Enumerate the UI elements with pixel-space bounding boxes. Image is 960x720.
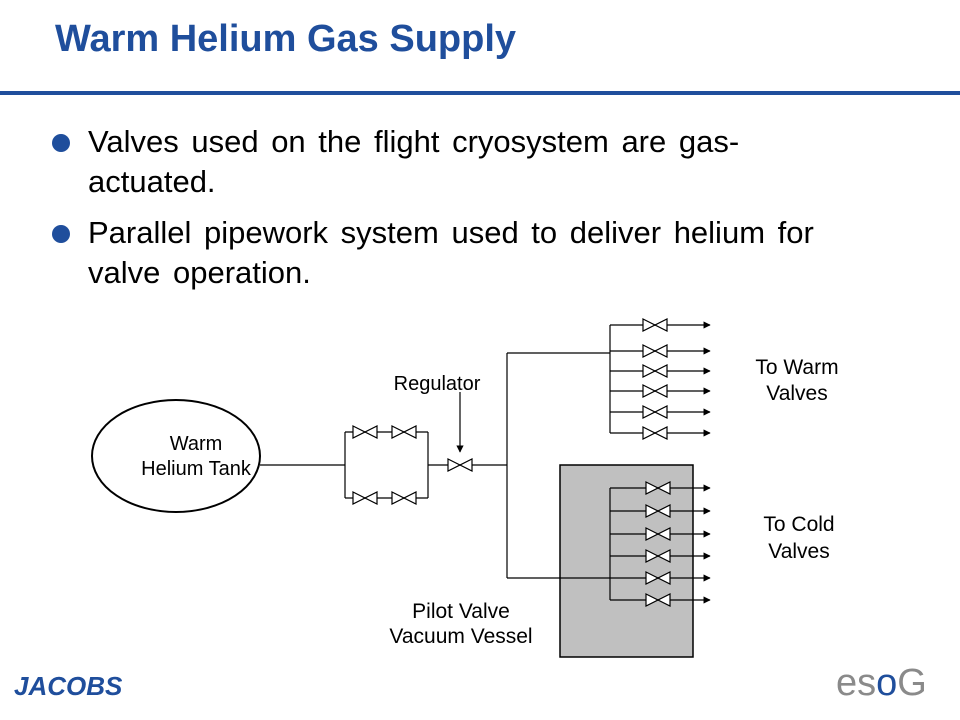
- bypass-valve-icon: [352, 425, 378, 439]
- bullet-item: Parallel pipework system used to deliver…: [52, 213, 852, 293]
- bullet-list: Valves used on the flight cryosystem are…: [52, 122, 852, 304]
- warm-valve-branch: [610, 318, 711, 332]
- warm-valve-branches: [610, 318, 711, 440]
- esg-logo-swirl-icon: o: [876, 662, 898, 704]
- bullet-dot-icon: [52, 225, 70, 243]
- cold-valves-label-line2: Valves: [768, 540, 829, 563]
- warm-valves-label-line1: To Warm: [755, 356, 838, 379]
- slide-title: Warm Helium Gas Supply: [55, 18, 517, 60]
- valve-icon: [642, 384, 668, 398]
- warm-valve-branch: [610, 426, 711, 440]
- valve-icon: [645, 527, 671, 541]
- warm-valve-branch: [610, 384, 711, 398]
- esg-logo-part: G: [897, 662, 927, 704]
- tank-label-line2: Helium Tank: [141, 458, 252, 480]
- valve-icon: [642, 364, 668, 378]
- cold-valve-branch: [610, 593, 711, 607]
- valve-icon: [645, 571, 671, 585]
- cold-valve-branch: [610, 527, 711, 541]
- bullet-item: Valves used on the flight cryosystem are…: [52, 122, 852, 202]
- tank-label-line1: Warm: [170, 433, 223, 455]
- warm-valve-branch: [610, 364, 711, 378]
- regulator-label: Regulator: [394, 373, 481, 395]
- regulator-valve-icon: [447, 458, 473, 472]
- valve-icon: [642, 344, 668, 358]
- cold-valve-branch: [610, 571, 711, 585]
- valve-icon: [642, 426, 668, 440]
- bypass-valve-icon: [391, 425, 417, 439]
- esg-logo: esoG: [836, 662, 927, 705]
- cold-valve-branches: [610, 481, 711, 607]
- valve-icon: [642, 405, 668, 419]
- valve-icon: [645, 504, 671, 518]
- vessel-label-line2: Vacuum Vessel: [389, 625, 532, 648]
- warm-valves-label-line2: Valves: [766, 382, 827, 405]
- pipework: [260, 325, 611, 600]
- cold-valve-branch: [610, 549, 711, 563]
- title-divider: [0, 91, 960, 95]
- bypass-valve-icon: [352, 491, 378, 505]
- jacobs-logo: JACOBS: [14, 671, 123, 701]
- bullet-text: Valves used on the flight cryosystem are…: [88, 124, 740, 199]
- valve-icon: [645, 549, 671, 563]
- warm-valve-branch: [610, 344, 711, 358]
- valve-icon: [645, 481, 671, 495]
- cold-valves-label-line1: To Cold: [763, 513, 834, 536]
- helium-tank: [91, 399, 261, 513]
- esg-logo-part: es: [836, 662, 877, 704]
- valve-icon: [645, 593, 671, 607]
- vessel-label-line1: Pilot Valve: [412, 600, 510, 623]
- warm-valve-branch: [610, 405, 711, 419]
- cold-valve-branch: [610, 481, 711, 495]
- vacuum-vessel-box: [559, 464, 694, 658]
- bullet-dot-icon: [52, 134, 70, 152]
- bypass-valve-icon: [391, 491, 417, 505]
- cold-valve-branch: [610, 504, 711, 518]
- bullet-text: Parallel pipework system used to deliver…: [88, 215, 814, 290]
- valve-icon: [642, 318, 668, 332]
